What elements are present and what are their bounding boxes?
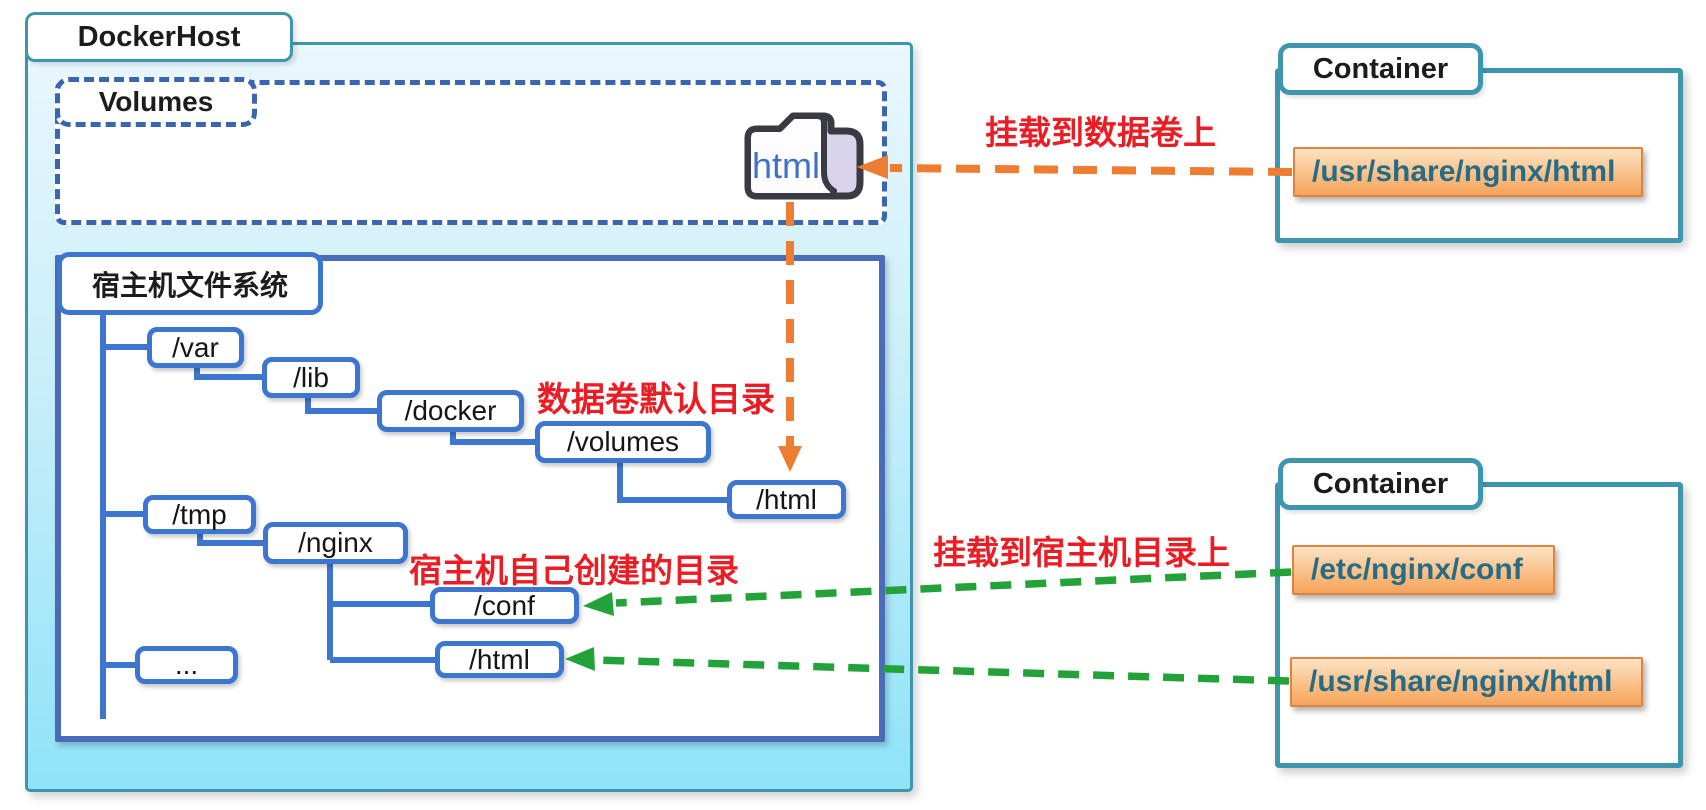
annotation-mount-to-volume: 挂载到数据卷上 xyxy=(985,114,1216,151)
tree-node-lib: /lib xyxy=(262,357,360,398)
orange-arrow-to-volume xyxy=(889,164,1293,176)
container-bottom-path-html: /usr/share/nginx/html xyxy=(1290,657,1643,707)
container-bottom-box xyxy=(1275,482,1683,768)
tree-node-volume-html: /html xyxy=(727,480,846,519)
folder-name-label: html xyxy=(752,145,821,186)
tree-node-tmp: /tmp xyxy=(143,495,256,534)
tree-node-var: /var xyxy=(147,327,244,368)
volumes-label: Volumes xyxy=(55,77,257,127)
annotation-volume-default-dir: 数据卷默认目录 xyxy=(537,381,775,419)
dockerhost-label: DockerHost xyxy=(25,12,293,62)
host-filesystem-label: 宿主机文件系统 xyxy=(57,252,323,315)
container-top-label: Container xyxy=(1278,43,1483,95)
container-bottom-label: Container xyxy=(1278,458,1483,510)
annotation-host-created-dir: 宿主机自己创建的目录 xyxy=(409,552,739,589)
annotation-mount-to-host-dir: 挂载到宿主机目录上 xyxy=(933,534,1230,571)
container-bottom-path-conf: /etc/nginx/conf xyxy=(1292,545,1555,595)
tree-node-ellipsis: ... xyxy=(135,646,238,684)
tree-node-host-html: /html xyxy=(435,641,564,678)
tree-node-docker: /docker xyxy=(377,390,524,432)
tree-node-conf: /conf xyxy=(430,587,579,624)
tree-node-volumes: /volumes xyxy=(535,421,711,463)
folder-icon xyxy=(744,112,864,200)
container-top-path-html: /usr/share/nginx/html xyxy=(1293,147,1643,197)
tree-node-nginx: /nginx xyxy=(263,522,408,564)
